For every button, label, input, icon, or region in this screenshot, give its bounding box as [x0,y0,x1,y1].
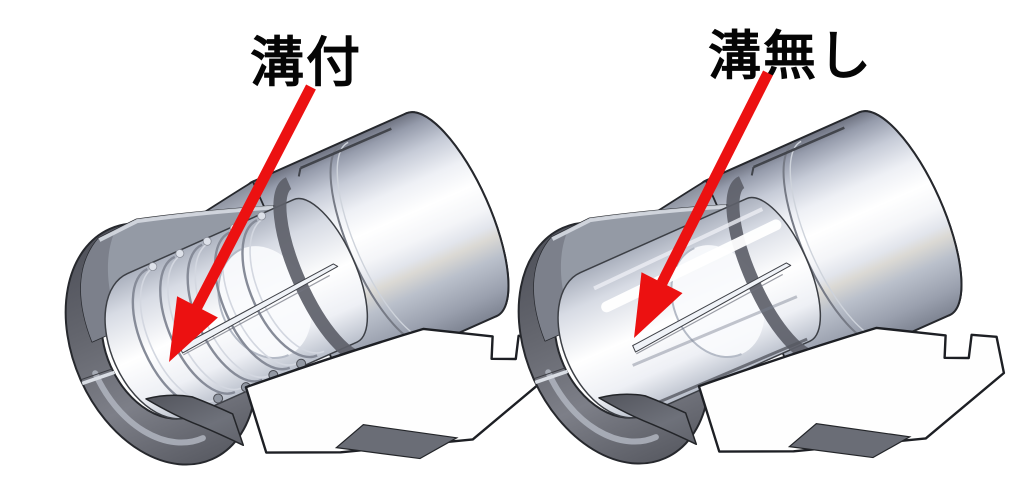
arrow-grooveless [634,70,773,338]
arrow-grooveless-head [634,272,683,338]
arrow-grooved [169,84,316,362]
arrow-grooved-shaft [192,84,316,310]
arrow-grooved-head [169,296,218,362]
label-grooved: 溝付 [250,31,362,94]
collet-with-grooves [29,84,571,484]
collet-without-grooves [482,83,1024,484]
arrow-grooveless-shaft [657,70,773,286]
label-grooveless: 溝無し [708,26,873,87]
